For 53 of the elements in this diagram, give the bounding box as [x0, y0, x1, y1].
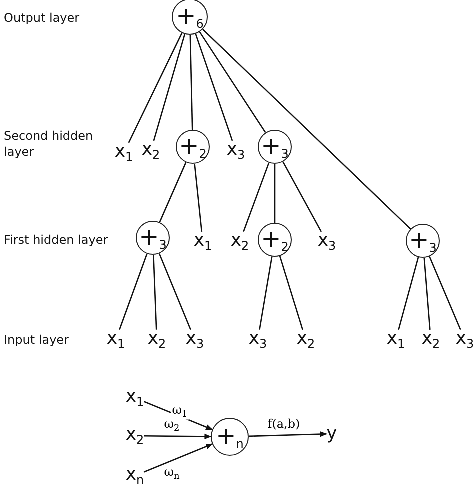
- layer-label: Second hidden layer: [4, 128, 94, 160]
- input-variable: x$_{3}$: [226, 140, 246, 162]
- connector-line: [195, 34, 234, 142]
- input-variable: x$_{2}$: [142, 140, 160, 162]
- connector-line: [398, 257, 420, 330]
- input-variable: x$_{1}$: [114, 142, 134, 164]
- sum-node-circle: +$_{2}$: [258, 223, 292, 257]
- connector-line: [424, 258, 431, 330]
- arrow: [144, 434, 212, 440]
- connector-line: [190, 34, 194, 130]
- layer-label: Output layer: [4, 10, 80, 26]
- connector-line: [429, 256, 462, 330]
- sum-node-circle: +$_{n}$: [211, 418, 249, 456]
- layer-label: Input layer: [4, 332, 69, 348]
- input-variable: x$_{3}$: [186, 330, 204, 350]
- layer-label: First hidden layer: [4, 232, 108, 248]
- input-variable: x$_{2}$: [148, 330, 166, 350]
- input-variable: x$_{2}$: [230, 232, 250, 252]
- input-variable: x$_{1}$: [106, 330, 126, 350]
- input-variable: x$_{3}$: [318, 232, 336, 252]
- input-variable: x$_{1}$: [126, 388, 144, 408]
- arrow: [144, 401, 214, 430]
- input-variable: x$_{2}$: [422, 330, 440, 350]
- arrow: [248, 432, 328, 438]
- edge-label: f(a,b): [266, 418, 302, 430]
- input-variable: x$_{3}$: [248, 330, 268, 350]
- sum-node-circle: +$_{2}$: [176, 130, 210, 164]
- connector-line: [128, 32, 183, 144]
- input-variable: x$_{2}$: [126, 426, 144, 446]
- connector-line: [202, 29, 412, 230]
- connector-line: [259, 256, 273, 330]
- input-variable: x$_{1}$: [386, 330, 406, 350]
- sum-node-circle: +$_{6}$: [172, 0, 208, 35]
- connector-line: [274, 164, 276, 223]
- input-variable: x$_{2}$: [296, 330, 316, 350]
- connector-line: [194, 164, 203, 232]
- connector-line: [153, 34, 186, 142]
- sum-node-circle: +$_{3}$: [406, 224, 440, 258]
- input-variable: x$_{1}$: [194, 232, 212, 252]
- arrow: [144, 444, 214, 473]
- connector-line: [199, 32, 266, 134]
- sum-node-circle: +$_{3}$: [258, 130, 292, 164]
- input-variable: x$_{n}$: [126, 466, 144, 485]
- connector-line: [282, 162, 322, 232]
- connector-line: [243, 162, 270, 232]
- connector-line: [159, 162, 187, 223]
- input-variable: y: [326, 425, 338, 443]
- connector-line: [119, 254, 148, 330]
- connector-line: [153, 254, 158, 330]
- connector-line: [279, 256, 304, 330]
- input-variable: x$_{3}$: [456, 330, 474, 350]
- sum-node-circle: +$_{3}$: [136, 221, 170, 255]
- connector-line: [158, 253, 192, 330]
